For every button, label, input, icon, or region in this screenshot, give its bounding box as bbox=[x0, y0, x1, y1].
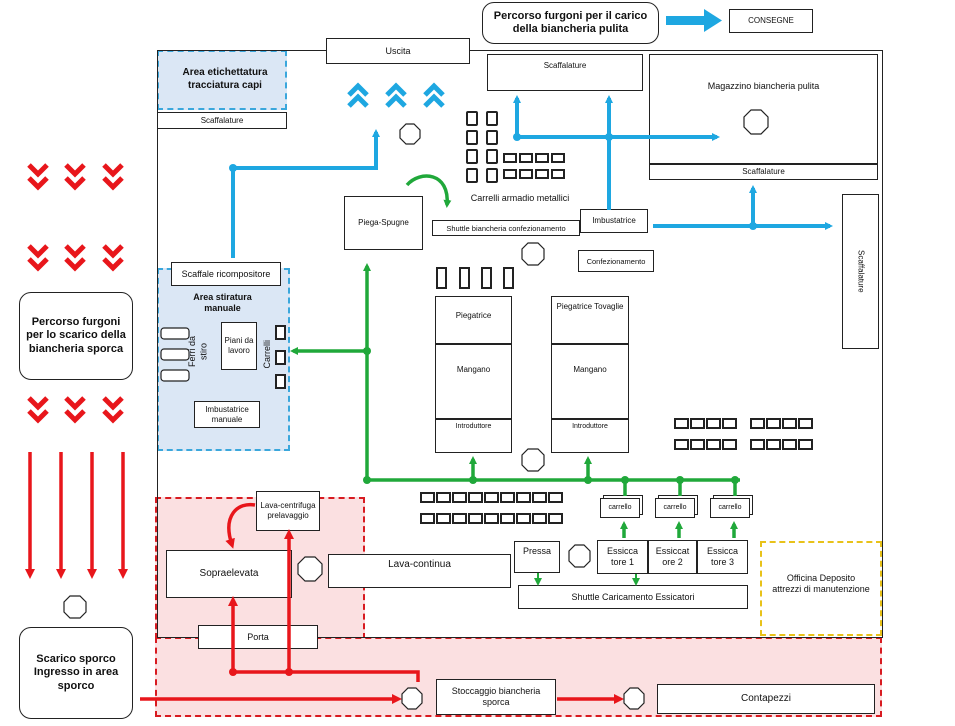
continuous-washer: Lava-continua bbox=[328, 554, 511, 588]
building-outline bbox=[157, 50, 883, 638]
shelves-top: Scaffalature bbox=[487, 54, 643, 91]
dryer-1: Essicca tore 1 bbox=[597, 540, 648, 574]
shelves-labeling: Scaffalature bbox=[157, 112, 287, 129]
clean-route-legend: Percorso furgoni per il carico della bia… bbox=[482, 2, 659, 44]
deliveries-box: CONSEGNE bbox=[729, 9, 813, 33]
process-flow-nodes bbox=[363, 347, 739, 484]
sponge-folder: Piega-Spugne bbox=[344, 196, 423, 250]
dryer-2: Essiccat ore 2 bbox=[648, 540, 697, 574]
mangle-1: Mangano bbox=[435, 344, 512, 419]
piece-counter: Contapezzi bbox=[657, 684, 875, 714]
metal-carts-label: Carrelli armadio metallici bbox=[470, 193, 570, 203]
dryer-3: Essicca tore 3 bbox=[697, 540, 748, 574]
officina-label: Officina Deposito attrezzi di manutenzio… bbox=[772, 573, 870, 595]
labeling-area: Area etichettatura tracciatura capi bbox=[157, 50, 287, 110]
deliveries-arrow bbox=[666, 9, 722, 32]
cart-2: carrello bbox=[655, 498, 695, 518]
dirty-flow-nodes bbox=[229, 668, 293, 676]
manual-bagger: Imbustatrice manuale bbox=[194, 401, 260, 428]
clean-warehouse: Magazzino biancheria pulita bbox=[649, 54, 878, 164]
work-tables: Piani da lavoro bbox=[221, 322, 257, 370]
cart-1: carrello bbox=[600, 498, 640, 518]
labeling-area-label: Area etichettatura tracciatura capi bbox=[182, 67, 268, 91]
clean-flow-nodes bbox=[229, 133, 757, 230]
cart-3: carrello bbox=[710, 498, 750, 518]
raised-platform: Sopraelevata bbox=[166, 550, 292, 598]
column-octagons bbox=[63, 109, 769, 710]
dirty-unload-box: Scarico sporco Ingresso in area sporco bbox=[19, 627, 133, 719]
clean-warehouse-label: Magazzino biancheria pulita bbox=[707, 81, 820, 91]
feeder-2: Introduttore bbox=[551, 419, 629, 453]
dirty-flow bbox=[25, 452, 624, 704]
door: Porta bbox=[198, 625, 318, 649]
folder-1: Piegatrice bbox=[435, 296, 512, 344]
packing-shuttle: Shuttle biancheria confezionamento bbox=[432, 220, 580, 236]
cart-racks bbox=[160, 111, 813, 524]
dirty-route-legend: Percorso furgoni per lo scarico della bi… bbox=[19, 292, 133, 380]
dirty-chevrons bbox=[27, 163, 124, 424]
mangle-2: Mangano bbox=[551, 344, 629, 419]
press: Pressa bbox=[514, 541, 560, 573]
ironing-area-label: Area stiratura manuale bbox=[193, 292, 252, 314]
recomposer-shelf: Scaffale ricompositore bbox=[171, 262, 281, 286]
exit-box: Uscita bbox=[326, 38, 470, 64]
dirty-storage: Stoccaggio biancheria sporca bbox=[436, 679, 556, 715]
shelves-right: Scaffalature bbox=[842, 194, 879, 349]
feeder-1: Introduttore bbox=[435, 419, 512, 453]
bagging-machine: Imbustatrice bbox=[580, 209, 648, 233]
shelves-warehouse: Scaffalature bbox=[649, 164, 878, 180]
folder-2: Piegatrice Tovaglie bbox=[551, 296, 629, 344]
washer-extractor: Lava-centrifuga prelavaggio bbox=[256, 491, 320, 531]
shelves-right-label: Scaffalature bbox=[856, 250, 866, 293]
clean-flow bbox=[231, 95, 833, 258]
officina-area: Officina Deposito attrezzi di manutenzio… bbox=[760, 541, 882, 636]
packaging-box: Confezionamento bbox=[578, 250, 654, 272]
exit-chevrons bbox=[347, 82, 445, 108]
